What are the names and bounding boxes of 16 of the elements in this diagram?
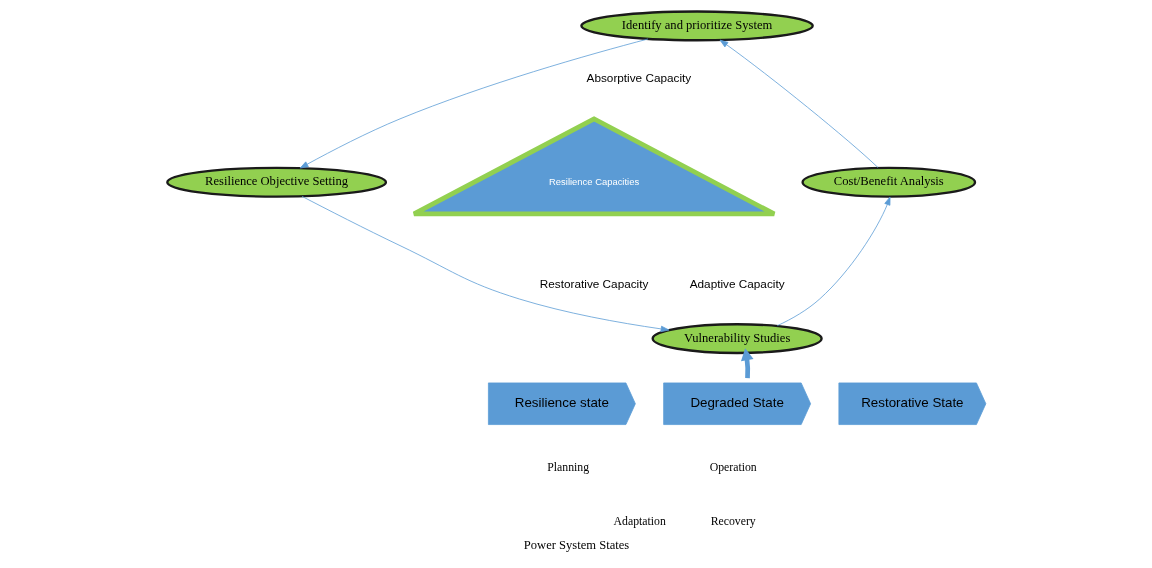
label: Recovery bbox=[710, 514, 756, 528]
node-ellipse: Resilience Objective Setting bbox=[165, 166, 387, 198]
label: Adaptation bbox=[613, 514, 666, 528]
label: Adaptive Capacity bbox=[689, 276, 785, 290]
node-ellipse: Identify and prioritize System bbox=[579, 10, 814, 42]
arrow bbox=[740, 348, 754, 379]
label: Restorative Capacity bbox=[539, 276, 648, 290]
label: Absorptive Capacity bbox=[586, 71, 691, 85]
arrow bbox=[299, 38, 648, 169]
caption: Power System States bbox=[523, 538, 629, 553]
label: Operation bbox=[709, 461, 757, 475]
arrow bbox=[301, 195, 669, 333]
label: Planning bbox=[546, 461, 589, 475]
arrow bbox=[719, 39, 878, 169]
node-ellipse: Cost/Benefit Analysis bbox=[800, 166, 976, 198]
arrow bbox=[776, 196, 890, 327]
